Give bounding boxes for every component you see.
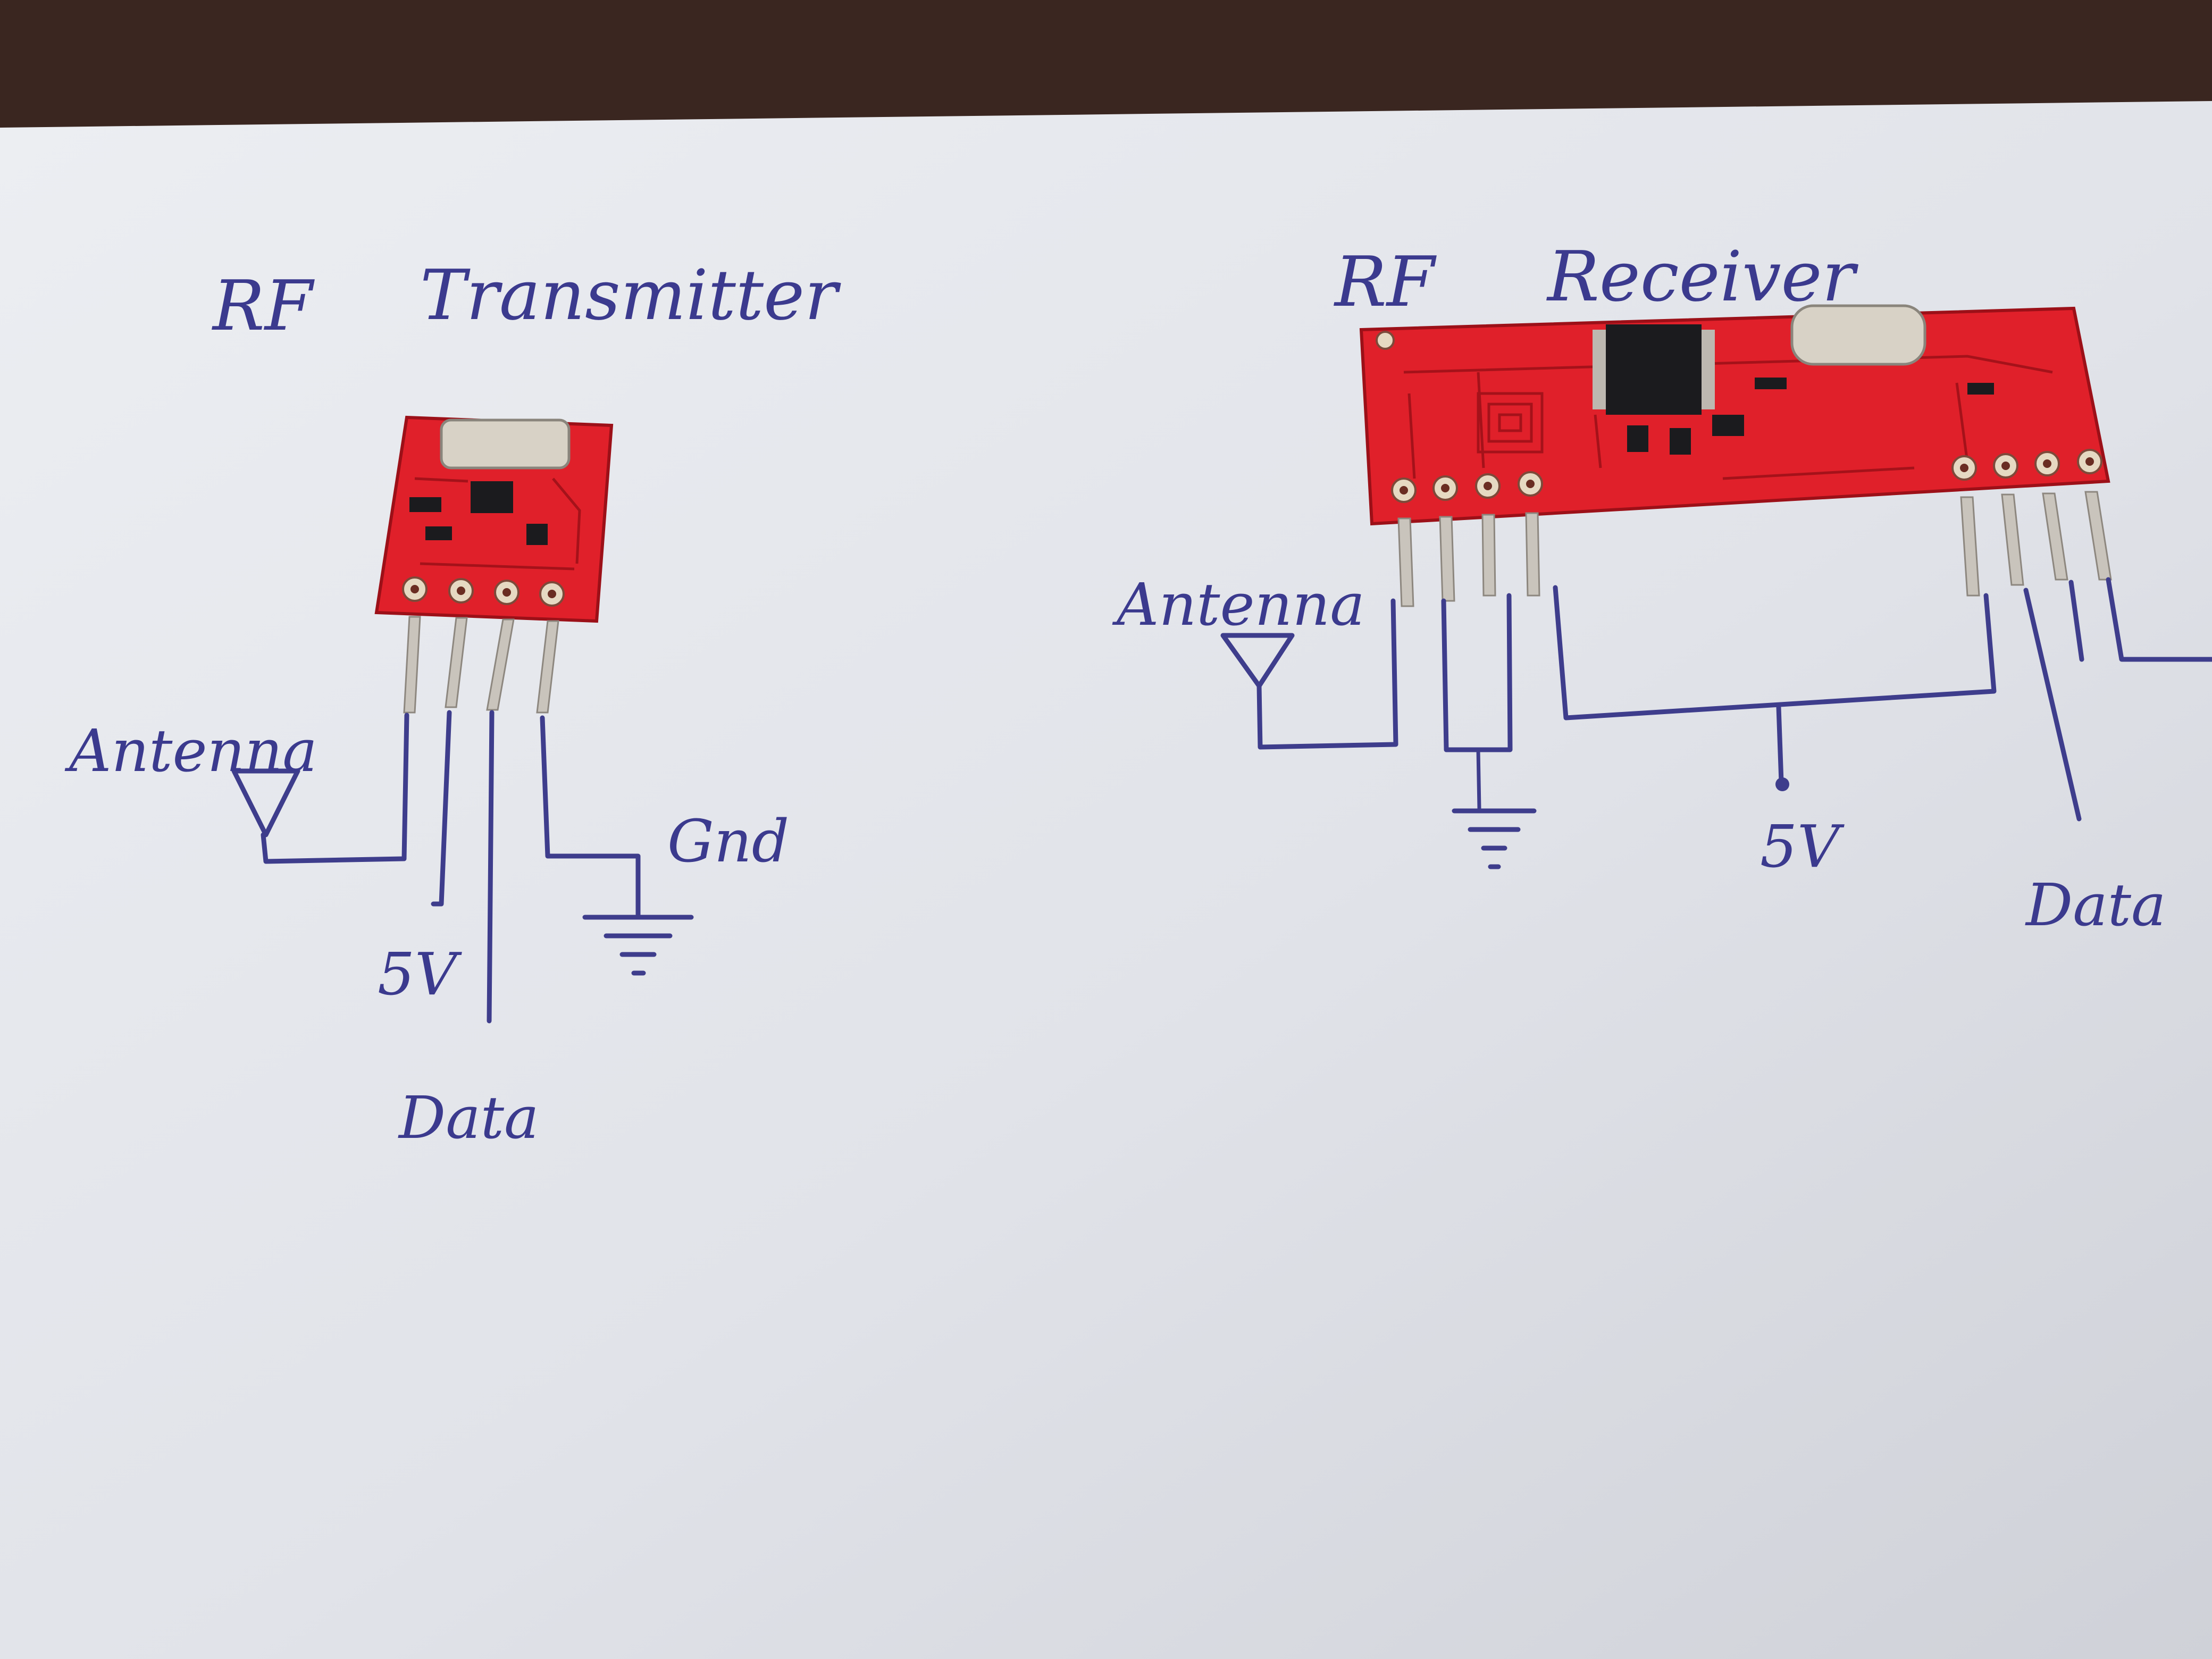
transmitter-crystal — [440, 418, 571, 470]
transmitter-title-rf: RF — [212, 265, 315, 346]
rx-label-5v: 5V — [1760, 812, 1845, 881]
rx-5v-drop — [1776, 705, 1784, 784]
rx-ground-symbol — [1452, 808, 1537, 869]
receiver-pins — [1397, 491, 2112, 607]
transmitter-title-word: Transmitter — [420, 255, 841, 336]
rx-antenna-wire — [1256, 598, 1398, 750]
transmitter-wiring — [231, 710, 694, 1024]
receiver-title-word: Receiver — [1546, 236, 1859, 317]
receiver-wiring — [1220, 577, 2212, 869]
tx-label-gnd: Gnd — [667, 807, 789, 875]
transmitter-module — [374, 415, 614, 714]
receiver-section: RF Receiver — [1112, 236, 2212, 939]
rx-pin3-wire — [2068, 580, 2084, 662]
receiver-coil — [1477, 392, 1544, 454]
tx-5v-wire — [431, 710, 452, 907]
tx-label-antenna: Antenna — [64, 717, 317, 785]
receiver-ic — [1593, 324, 1715, 415]
rx-data-wire — [2023, 588, 2082, 822]
receiver-module — [1359, 304, 2112, 607]
rx-5v-wire — [1553, 585, 1997, 720]
tx-antenna-symbol — [231, 768, 300, 837]
transmitter-ic — [471, 481, 513, 513]
tx-label-data: Data — [398, 1084, 539, 1152]
tx-ground-symbol — [582, 915, 694, 976]
tx-label-5v: 5V — [378, 940, 462, 1008]
rx-label-antenna: Antenna — [1112, 571, 1365, 639]
receiver-crystal — [1790, 304, 1926, 366]
tx-gnd-wire — [540, 715, 641, 917]
tx-data-wire — [487, 710, 495, 1024]
rx-pin4-wire — [2106, 577, 2212, 662]
rx-antenna-symbol — [1220, 633, 1295, 689]
tx-antenna-wire — [261, 713, 409, 864]
transmitter-pins — [403, 616, 559, 714]
rx-gnd-drop — [1476, 748, 1481, 810]
receiver-pads — [1376, 331, 2102, 503]
transmitter-section: RF Transmitter — [64, 255, 841, 1152]
rx-label-data: Data — [2025, 871, 2166, 939]
rx-5v-node — [1775, 777, 1789, 791]
transmitter-pads — [402, 576, 565, 607]
receiver-title-rf: RF — [1334, 241, 1437, 322]
